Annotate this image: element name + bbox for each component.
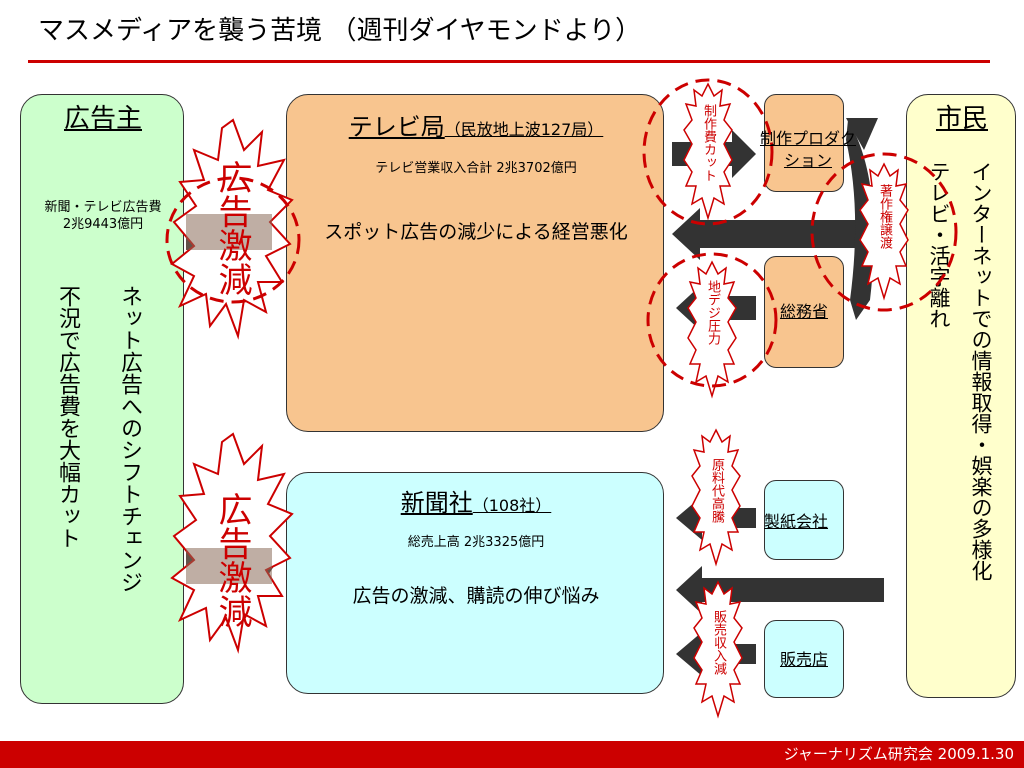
burst-bottom — [170, 432, 294, 654]
ministry-box — [764, 256, 844, 368]
citizen-heading: 市民 — [935, 104, 988, 134]
tag-production-cut: 制作費カット — [701, 104, 716, 182]
advertiser-shift-text: ネット広告へのシフトチェンジ — [117, 285, 142, 593]
burst-copyright — [859, 162, 909, 301]
newspaper-title-note: （108社） — [472, 496, 552, 515]
footer-credit: ジャーナリズム研究会 2009.1.30 — [783, 745, 1014, 763]
paper-maker-box — [764, 480, 844, 560]
burst-material-cost — [691, 428, 741, 567]
tv-title-line: テレビ局（民放地上波127局） — [287, 107, 665, 142]
advertiser-spend-label: 新聞・テレビ広告費 — [44, 200, 162, 215]
highlight-ring-digital — [646, 252, 778, 388]
production-company-label: 制作プロダクション — [759, 129, 856, 170]
tv-revenue: テレビ営業収入合計 2兆3702億円 — [375, 161, 577, 176]
arrow-overlay-bottom — [186, 548, 272, 584]
arrow-citizen-to-tv — [672, 208, 884, 260]
tag-copyright-transfer: 著作権譲渡 — [877, 184, 892, 249]
tv-station-box: テレビ局（民放地上波127局） テレビ営業収入合計 2兆3702億円 スポット広… — [286, 94, 664, 432]
highlight-ring-production-cut — [642, 78, 774, 226]
tag-material-cost: 原料代高騰 — [709, 458, 724, 523]
tv-title-note: （民放地上波127局） — [444, 120, 604, 139]
newspaper-box: 新聞社（108社） 総売上高 2兆3325億円 広告の激減、購読の伸び悩み — [286, 472, 664, 694]
newspaper-revenue: 総売上高 2兆3325億円 — [407, 535, 545, 550]
advertiser-spend-value: 2兆9443億円 — [62, 217, 144, 232]
title-rule — [28, 60, 990, 63]
arrow-production-to-citizen — [846, 120, 874, 320]
highlight-ring-copyright — [810, 152, 958, 312]
page-title: マスメディアを襲う苦境 （週刊ダイヤモンドより） — [38, 16, 642, 46]
advertiser-cut-text: 不況で広告費を大幅カット — [55, 285, 80, 549]
tag-sales-decline: 販売収入減 — [711, 610, 726, 675]
arrow-production-head — [846, 118, 878, 150]
tag-digital-pressure: 地デジ圧力 — [705, 280, 720, 345]
citizen-drift-text: テレビ・活字離れ — [927, 161, 951, 329]
newspaper-issue: 広告の激減、購読の伸び悩み — [352, 585, 600, 607]
citizen-box: 市民 インターネットでの情報取得・娯楽の多様化 テレビ・活字離れ — [906, 94, 1016, 698]
ministry-label: 総務省 — [779, 302, 828, 321]
burst-production-cut — [683, 82, 733, 221]
production-company-box — [764, 94, 844, 192]
tv-title: テレビ局 — [348, 113, 445, 141]
highlight-ring-advertiser — [165, 176, 301, 304]
retailer-box — [764, 620, 844, 698]
footer-bar — [0, 741, 1024, 768]
newspaper-title: 新聞社 — [400, 489, 473, 517]
arrow-overlay-top — [186, 214, 272, 250]
advertiser-box: 広告主 新聞・テレビ広告費 2兆9443億円 ネット広告へのシフトチェンジ 不況… — [20, 94, 184, 704]
burst-top-label: 広告激減 — [212, 160, 252, 296]
newspaper-title-line: 新聞社（108社） — [287, 483, 665, 518]
tv-issue: スポット広告の減少による経営悪化 — [324, 221, 628, 243]
burst-digital-pressure — [687, 260, 737, 399]
citizen-diversification-text: インターネットでの情報取得・娯楽の多様化 — [969, 161, 993, 581]
paper-maker-label: 製紙会社 — [764, 512, 829, 531]
burst-bottom-label: 広告激減 — [212, 492, 252, 628]
advertiser-heading: 広告主 — [63, 104, 142, 134]
burst-sales-decline — [693, 580, 743, 719]
retailer-label: 販売店 — [779, 650, 828, 669]
